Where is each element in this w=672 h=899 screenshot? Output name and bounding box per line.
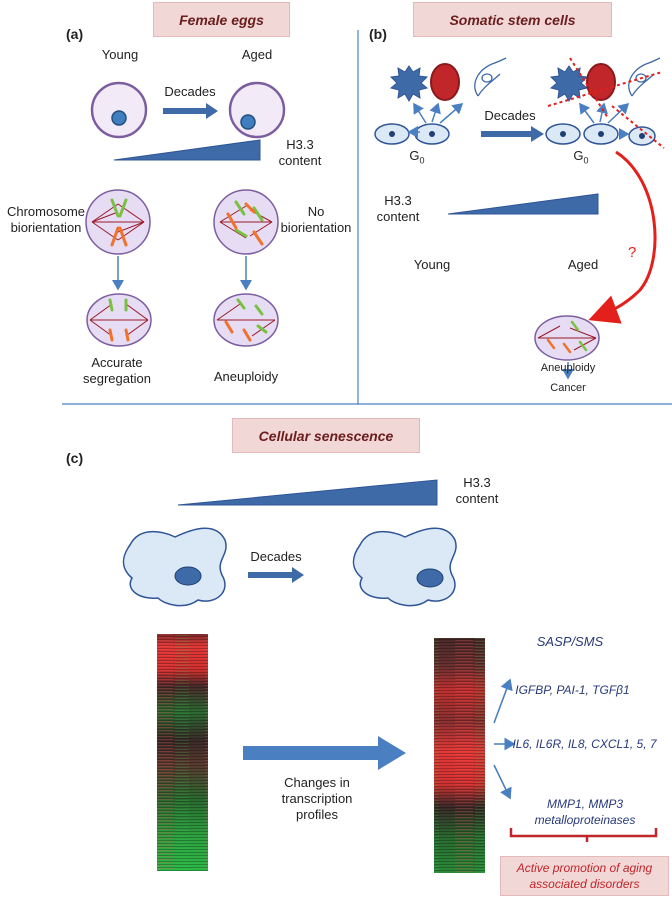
heatmap-young — [157, 634, 208, 871]
label-decades-c: Decades — [250, 549, 302, 564]
panel-a-letter: (a) — [66, 26, 84, 42]
title-cellular-senescence: Cellular senescence — [232, 418, 420, 453]
label-gene-group-1: IGFBP, PAI-1, TGFβ1 — [515, 683, 630, 697]
accurate-segregation-cell — [86, 293, 152, 347]
young-senescent-cell — [122, 527, 227, 607]
title-female-eggs: Female eggs — [153, 2, 290, 37]
neuron-cell-young — [474, 57, 507, 97]
big-arrow-changes — [243, 736, 406, 770]
aneuploidy-cell-b — [534, 315, 600, 361]
panel-c-letter: (c) — [66, 450, 84, 466]
label-cancer: Cancer — [550, 382, 586, 394]
spindle-biorientation — [85, 189, 151, 255]
young-egg-cell — [90, 81, 148, 139]
h33-wedge-b — [447, 193, 599, 215]
label-gene-group-2: IL6, IL6R, IL8, CXCL1, 5, 7 — [512, 737, 657, 751]
aged-senescent-cell — [352, 527, 457, 607]
decades-arrow-b — [481, 126, 544, 142]
title-somatic-stem-cells: Somatic stem cells — [413, 2, 612, 37]
label-aneuploidy-b: Aneuploidy — [540, 362, 596, 374]
label-young-b: Young — [413, 257, 451, 272]
spindle-no-biorientation — [213, 189, 279, 255]
aneuploidy-cell-a — [213, 293, 279, 347]
panel-b-letter: (b) — [369, 26, 387, 42]
label-aneuploidy-a: Aneuploidy — [213, 369, 279, 384]
red-cell-young — [430, 63, 460, 101]
aged-egg-cell — [228, 81, 286, 139]
label-young-a: Young — [101, 47, 139, 62]
question-mark: ? — [628, 244, 637, 261]
label-aged-a: Aged — [241, 47, 273, 62]
label-g0-left: G0 — [409, 148, 425, 166]
young-stem-cells — [374, 57, 507, 145]
h33-wedge-a — [113, 139, 261, 161]
label-sasp: SASP/SMS — [536, 634, 604, 649]
red-bracket — [509, 828, 658, 842]
decades-arrow-c — [248, 567, 304, 583]
h33-wedge-c — [177, 479, 438, 506]
label-aged-b: Aged — [567, 257, 599, 272]
sasp-arrows — [493, 678, 516, 800]
label-decades-b: Decades — [484, 108, 536, 123]
heatmap-aged — [434, 638, 485, 873]
red-curved-arrow — [588, 150, 657, 324]
label-g0-right: G0 — [573, 148, 589, 166]
aged-stem-cells — [545, 57, 665, 149]
spiky-cell-young — [389, 65, 429, 103]
label-decades-a: Decades — [164, 84, 216, 99]
decades-arrow-a — [163, 103, 218, 119]
